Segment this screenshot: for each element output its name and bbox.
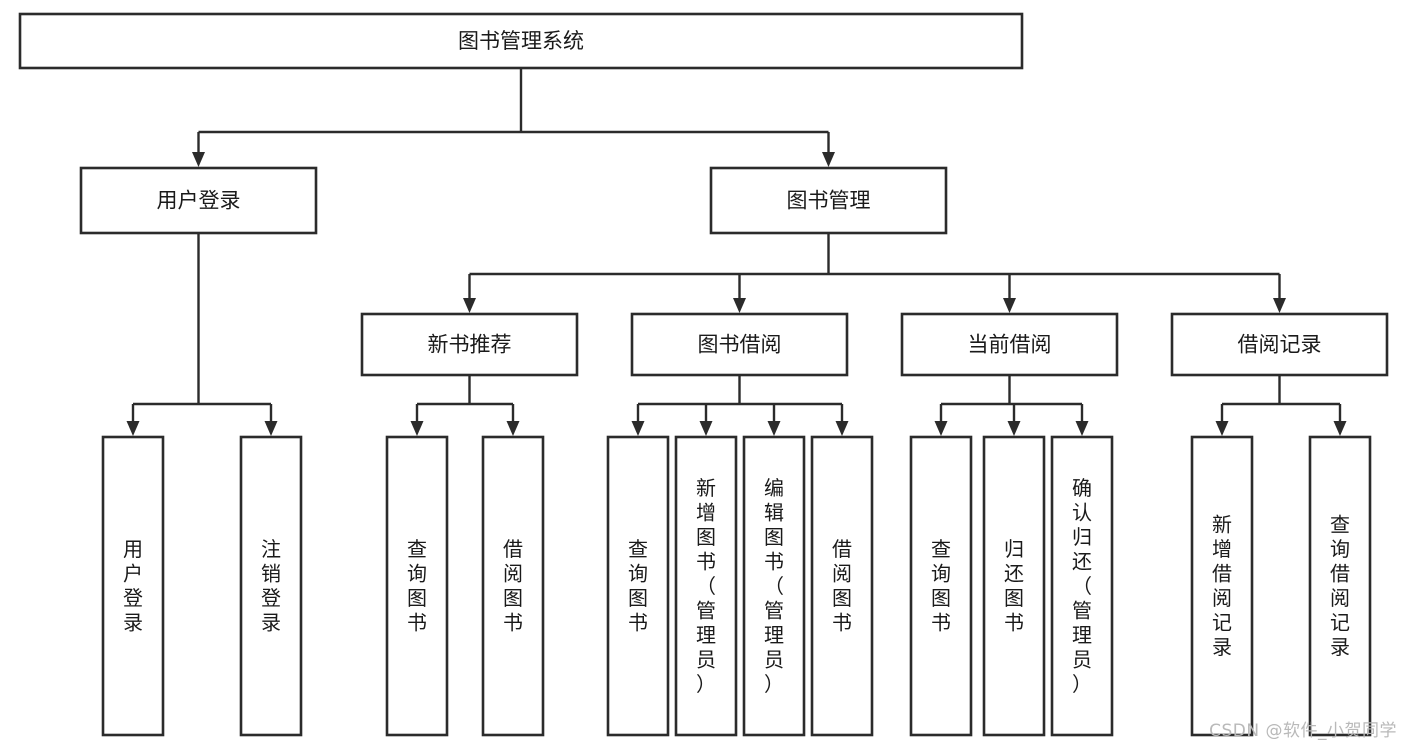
node-借阅记录[interactable]: 借阅记录	[1170, 312, 1389, 377]
node-rect	[79, 166, 318, 235]
node-当前借阅[interactable]: 当前借阅	[900, 312, 1119, 377]
leaf-node-确认归还管理员[interactable]: 确认归还（管理员）	[1050, 435, 1114, 737]
arrow-head-icon	[1003, 298, 1016, 313]
watermark-text: CSDN @软件_小贺同学	[1209, 721, 1397, 741]
node-label: 借阅记录	[1238, 333, 1322, 357]
node-label: 新增借阅记录	[1212, 513, 1232, 660]
node-rect	[18, 12, 1024, 70]
node-rect	[1190, 435, 1254, 737]
node-label: 确认归还（管理员）	[1072, 476, 1092, 696]
node-label: 编辑图书（管理员）	[764, 476, 784, 696]
node-rect	[1050, 435, 1114, 737]
arrow-head-icon	[631, 421, 645, 436]
leaf-node-查询借阅记录[interactable]: 查询借阅记录	[1308, 435, 1372, 737]
connectors-layer	[126, 68, 1347, 436]
leaf-node-查询图书[interactable]: 查询图书	[909, 435, 973, 737]
leaf-node-归还图书[interactable]: 归还图书	[982, 435, 1046, 737]
node-label: 借阅图书	[832, 537, 852, 635]
node-rect	[1308, 435, 1372, 737]
node-label: 查询图书	[628, 537, 648, 635]
node-label: 用户登录	[157, 189, 241, 213]
arrow-head-icon	[1215, 421, 1229, 436]
arrow-head-icon	[506, 421, 520, 436]
node-rect	[810, 435, 874, 737]
arrow-head-icon	[463, 298, 476, 313]
node-label: 查询图书	[931, 537, 951, 635]
node-label: 新增图书（管理员）	[696, 476, 716, 696]
arrow-head-icon	[192, 152, 205, 167]
node-rect	[674, 435, 738, 737]
arrow-head-icon	[410, 421, 424, 436]
node-rect	[900, 312, 1119, 377]
arrow-head-icon	[1273, 298, 1286, 313]
node-rect	[360, 312, 579, 377]
leaf-node-编辑图书管理员[interactable]: 编辑图书（管理员）	[742, 435, 806, 737]
arrow-head-icon	[733, 298, 746, 313]
node-rect	[481, 435, 545, 737]
node-rect	[630, 312, 849, 377]
node-rect	[101, 435, 165, 737]
node-rect	[909, 435, 973, 737]
leaf-node-新增图书管理员[interactable]: 新增图书（管理员）	[674, 435, 738, 737]
node-label: 查询图书	[407, 537, 427, 635]
node-label: 新书推荐	[428, 333, 512, 357]
arrow-head-icon	[126, 421, 140, 436]
node-rect	[709, 166, 948, 235]
arrow-head-icon	[822, 152, 835, 167]
node-label: 借阅图书	[503, 537, 523, 635]
leaf-node-查询图书[interactable]: 查询图书	[385, 435, 449, 737]
arrow-head-icon	[835, 421, 849, 436]
arrow-head-icon	[264, 421, 278, 436]
node-label: 归还图书	[1004, 537, 1024, 635]
node-图书管理[interactable]: 图书管理	[709, 166, 948, 235]
arrow-head-icon	[699, 421, 713, 436]
leaf-node-查询图书[interactable]: 查询图书	[606, 435, 670, 737]
arrow-head-icon	[1333, 421, 1347, 436]
node-rect	[606, 435, 670, 737]
node-label: 图书管理	[787, 189, 871, 213]
leaf-node-借阅图书[interactable]: 借阅图书	[810, 435, 874, 737]
node-label: 图书借阅	[698, 333, 782, 357]
node-图书借阅[interactable]: 图书借阅	[630, 312, 849, 377]
node-用户登录[interactable]: 用户登录	[79, 166, 318, 235]
node-label: 图书管理系统	[458, 29, 584, 53]
node-label: 用户登录	[123, 537, 143, 635]
node-rect	[742, 435, 806, 737]
arrow-head-icon	[934, 421, 948, 436]
node-label: 注销登录	[261, 537, 281, 635]
node-新书推荐[interactable]: 新书推荐	[360, 312, 579, 377]
leaf-node-借阅图书[interactable]: 借阅图书	[481, 435, 545, 737]
leaf-node-用户登录[interactable]: 用户登录	[101, 435, 165, 737]
node-label: 查询借阅记录	[1330, 513, 1350, 660]
arrow-head-icon	[1075, 421, 1089, 436]
node-图书管理系统[interactable]: 图书管理系统	[18, 12, 1024, 70]
nodes-layer: 图书管理系统用户登录图书管理新书推荐图书借阅当前借阅借阅记录用户登录注销登录查询…	[18, 12, 1389, 737]
node-label: 当前借阅	[968, 333, 1052, 357]
leaf-node-新增借阅记录[interactable]: 新增借阅记录	[1190, 435, 1254, 737]
node-rect	[982, 435, 1046, 737]
node-rect	[1170, 312, 1389, 377]
leaf-node-注销登录[interactable]: 注销登录	[239, 435, 303, 737]
arrow-head-icon	[1007, 421, 1021, 436]
arrow-head-icon	[767, 421, 781, 436]
node-rect	[385, 435, 449, 737]
node-rect	[239, 435, 303, 737]
